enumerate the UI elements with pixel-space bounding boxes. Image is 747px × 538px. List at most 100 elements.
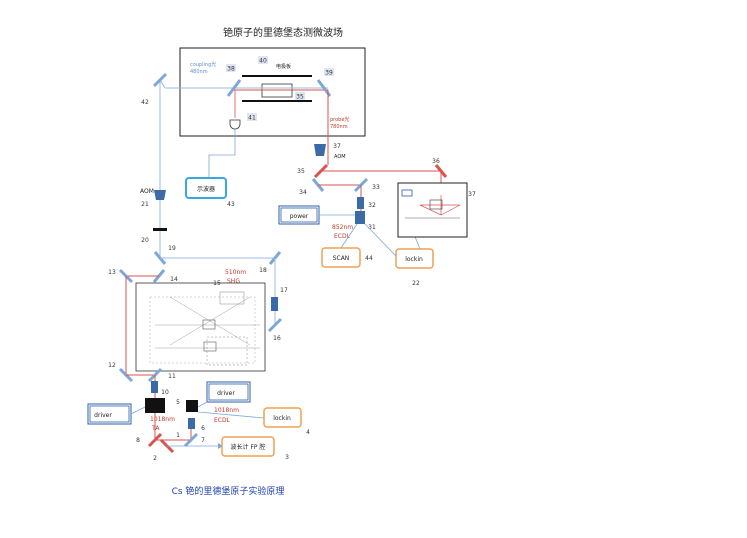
probe-wavelength: 780nm — [330, 124, 348, 130]
mirror-7 — [183, 432, 199, 448]
isolator-6 — [188, 418, 195, 429]
label-13: 13 — [108, 269, 116, 276]
scan-label: SCAN — [333, 255, 350, 262]
ta-label: TA — [151, 425, 160, 432]
label-10: 10 — [161, 389, 169, 396]
diagram-title: 铯原子的里德堡态测微波场 — [223, 26, 343, 39]
mirror-42 — [152, 72, 168, 88]
label-22: 22 — [412, 280, 420, 287]
ta-wl: 1018nm — [150, 416, 175, 423]
mirror-38 — [226, 79, 242, 97]
label-17: 17 — [280, 287, 288, 294]
coupling-wavelength: 480nm — [190, 69, 208, 75]
shg-crystal — [202, 319, 216, 330]
lockin-lower-cable — [197, 411, 265, 419]
label-31: 31 — [368, 224, 376, 231]
label-12: 12 — [108, 362, 116, 369]
ecdl-upper-label: ECDL — [334, 233, 351, 240]
scope-cable — [208, 128, 236, 178]
label-39: 39 — [325, 70, 333, 77]
element-20 — [153, 228, 167, 231]
label-36: 36 — [432, 158, 440, 165]
coupling-label: coupling光 — [190, 61, 216, 68]
power-box-inner — [280, 207, 318, 223]
spectroscopy-cell — [429, 199, 443, 210]
label-20: 20 — [141, 237, 149, 244]
oscilloscope-label: 示波器 — [197, 185, 215, 193]
label-2: 2 — [153, 455, 157, 462]
power-label: power — [290, 213, 309, 220]
fp-cavity-box — [221, 436, 275, 457]
label-6: 6 — [201, 425, 205, 432]
aom-37 — [314, 144, 326, 156]
spectroscopy-pd — [401, 189, 413, 197]
label-37-aom: 37 — [333, 143, 341, 150]
driver-left-label: driver — [94, 412, 112, 419]
label-37: 37 — [468, 191, 476, 198]
mirror-8 — [147, 432, 163, 448]
driver-left-cable — [130, 406, 146, 415]
label-43: 43 — [227, 201, 235, 208]
shg-lower-panel — [206, 336, 248, 366]
spectroscopy-beam — [419, 195, 461, 216]
lockin-lower-box — [263, 407, 302, 428]
ecdl-lower-laser — [186, 400, 198, 412]
ta-amplifier — [145, 398, 165, 413]
lockin-upper-label: lockin — [405, 256, 423, 263]
ecdl-lower-label: ECDL — [214, 417, 231, 424]
photodetector-41 — [229, 119, 241, 130]
label-8: 8 — [136, 437, 140, 444]
fp-arrow-head — [218, 443, 223, 449]
diagram-caption: Cs 铯的里德堡原子实验原理 — [172, 485, 285, 497]
driver-right-cable — [197, 401, 208, 408]
shg-beam-cross-2 — [169, 296, 251, 346]
label-40: 40 — [259, 58, 267, 65]
label-34: 34 — [299, 189, 307, 196]
label-11: 11 — [168, 373, 176, 380]
label-38: 38 — [227, 66, 235, 73]
shg-side-panel — [219, 291, 245, 305]
electrode-label: 电极板 — [276, 63, 291, 70]
aom-upper-label: AOM — [334, 154, 346, 160]
isolator-10 — [151, 381, 158, 393]
ecdl-lower-wl: 1018nm — [214, 407, 239, 414]
label-18: 18 — [259, 267, 267, 274]
label-5: 5 — [176, 399, 180, 406]
label-21: 21 — [141, 201, 149, 208]
oscilloscope-box — [185, 177, 227, 199]
lockin-upper-box — [395, 248, 434, 269]
shg-wl: 510nm — [225, 269, 246, 276]
shg-inner — [149, 296, 256, 364]
label-41: 41 — [248, 115, 256, 122]
laser-31 — [355, 211, 365, 224]
coupling-beam-top — [159, 79, 166, 89]
label-35a: 35 — [296, 94, 304, 101]
shg-crystal-2 — [203, 341, 217, 352]
aom-lower-label: AOM — [140, 188, 154, 195]
shg-enclosure — [135, 282, 266, 372]
probe-label: probe光 — [330, 116, 349, 123]
driver-left-inner — [89, 405, 130, 423]
label-35b: 35 — [297, 168, 305, 175]
label-32: 32 — [368, 202, 376, 209]
lockin-lower-label: lockin — [273, 415, 291, 422]
label-44: 44 — [365, 255, 373, 262]
label-42: 42 — [141, 99, 149, 106]
driver-right-label: driver — [217, 390, 235, 397]
vapor-cell-enclosure — [179, 47, 366, 137]
label-3: 3 — [285, 454, 289, 461]
aom-21 — [154, 190, 166, 200]
label-19: 19 — [168, 245, 176, 252]
shg-label: SHG — [227, 278, 240, 285]
label-4: 4 — [306, 429, 310, 436]
scan-cable — [340, 223, 358, 249]
label-33: 33 — [372, 184, 380, 191]
label-1: 1 — [176, 432, 180, 439]
fp-cavity-label: 波长计 FP 腔 — [231, 443, 266, 451]
isolator-32 — [357, 197, 364, 209]
ecdl-upper-wl: 852nm — [332, 224, 353, 231]
driver-right-inner — [208, 383, 249, 401]
label-7: 7 — [201, 437, 205, 444]
label-15: 15 — [213, 280, 221, 287]
